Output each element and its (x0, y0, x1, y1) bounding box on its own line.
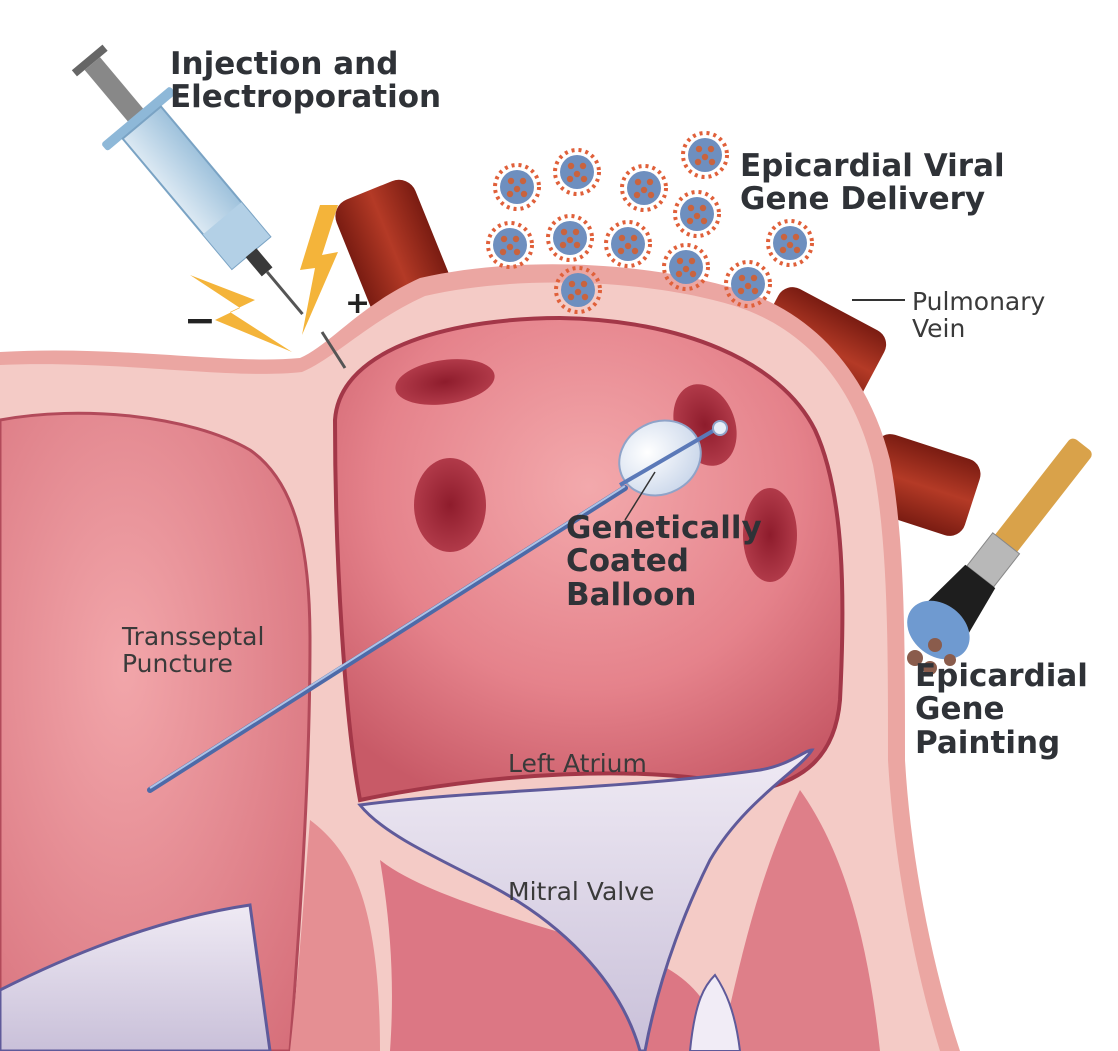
label-gene-painting: Epicardial Gene Painting (915, 660, 1088, 760)
virus-particle (488, 223, 532, 267)
minus-symbol: − (184, 298, 216, 342)
virus-particle (675, 192, 719, 236)
label-pulmonary-vein: Pulmonary Vein (912, 288, 1045, 342)
label-transseptal: Transseptal Puncture (122, 623, 264, 677)
virus-particle (606, 222, 650, 266)
plus-symbol: + (345, 286, 370, 321)
label-left-atrium: Left Atrium (508, 750, 647, 777)
virus-particle (555, 150, 599, 194)
virus-particle (683, 133, 727, 177)
label-mitral-valve: Mitral Valve (508, 878, 654, 905)
virus-particle (622, 166, 666, 210)
lightning-bolt-right (300, 205, 338, 335)
virus-particle (768, 221, 812, 265)
label-viral-delivery: Epicardial Viral Gene Delivery (740, 150, 1005, 217)
label-coated-balloon: Genetically Coated Balloon (566, 512, 762, 612)
label-injection: Injection and Electroporation (170, 48, 441, 115)
virus-particle (548, 216, 592, 260)
virus-particle (495, 165, 539, 209)
